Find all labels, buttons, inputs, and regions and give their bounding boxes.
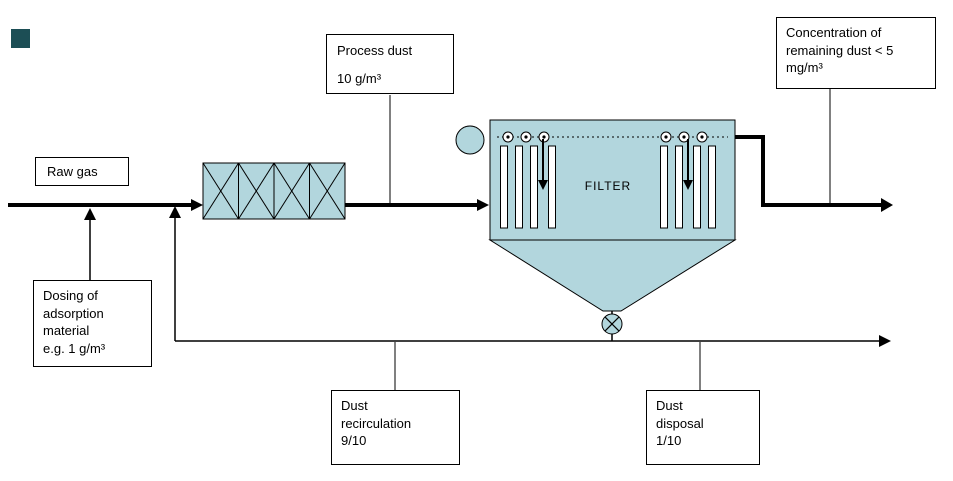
process-dust-label-box: Process dust 10 g/m³ bbox=[326, 34, 454, 94]
label-line: recirculation bbox=[341, 415, 412, 431]
filter-title: FILTER bbox=[584, 179, 632, 193]
filter-downflow-arrow-icon bbox=[538, 180, 548, 190]
static-mixer bbox=[202, 162, 346, 220]
nozzle-dot bbox=[700, 135, 704, 139]
concentration-label-box: Concentration of remaining dust < 5 mg/m… bbox=[776, 17, 936, 89]
label-line: disposal bbox=[656, 415, 704, 431]
filter-bag bbox=[500, 145, 508, 229]
nozzle-dot bbox=[682, 135, 686, 139]
nozzle-dot bbox=[542, 135, 546, 139]
filter-bag bbox=[693, 145, 701, 229]
corner-square bbox=[11, 29, 30, 48]
label-line: mg/m³ bbox=[786, 60, 823, 76]
filter-bag bbox=[708, 145, 716, 229]
label-line: 9/10 bbox=[341, 433, 367, 449]
label-line: Dust bbox=[656, 398, 683, 413]
label-line: Concentration of bbox=[786, 25, 882, 40]
dosing-up-arrow-icon bbox=[84, 208, 96, 220]
label-line: material bbox=[43, 323, 90, 339]
label-line: Raw gas bbox=[47, 163, 98, 179]
nozzle-dot bbox=[524, 135, 528, 139]
hopper bbox=[488, 239, 737, 312]
filter-bag bbox=[530, 145, 538, 229]
filter-bag bbox=[548, 145, 556, 229]
label-line: Dosing of bbox=[43, 288, 98, 303]
clean-gas-outlet-line bbox=[735, 135, 881, 207]
label-line: 1/10 bbox=[656, 433, 682, 449]
filter-bag bbox=[515, 145, 523, 229]
raw-gas-label-box: Raw gas bbox=[35, 157, 129, 186]
valve-cross-line bbox=[604, 316, 620, 332]
mixer-inlet-arrow-icon bbox=[191, 199, 203, 211]
mixer-diagonal bbox=[202, 162, 239, 220]
filter-inlet-arrow-icon bbox=[477, 199, 489, 211]
label-line: Dust bbox=[341, 398, 368, 413]
filter-bag bbox=[675, 145, 683, 229]
nozzle-dot bbox=[664, 135, 668, 139]
label-line: Process dust bbox=[337, 43, 413, 58]
mixer-diagonal bbox=[273, 162, 310, 220]
fan-circle-icon bbox=[455, 125, 485, 155]
label-line: 10 g/m³ bbox=[337, 70, 382, 86]
dosing-label-box: Dosing of adsorption material e.g. 1 g/m… bbox=[33, 280, 152, 367]
filter-bags bbox=[500, 145, 716, 229]
dust-recirculation-label-box: Dust recirculation 9/10 bbox=[331, 390, 460, 465]
mixer-diagonal bbox=[309, 162, 346, 220]
clean-gas-outlet-arrow-icon bbox=[881, 198, 893, 212]
label-line: e.g. 1 g/m³ bbox=[43, 340, 106, 356]
nozzle-icons bbox=[502, 131, 708, 143]
dust-disposal-arrow-icon bbox=[879, 335, 891, 347]
filter-downflow-arrow-icon bbox=[683, 180, 693, 190]
nozzle-dot bbox=[506, 135, 510, 139]
label-line: adsorption bbox=[43, 305, 104, 321]
recirculation-up-arrow-icon bbox=[169, 206, 181, 218]
dust-disposal-label-box: Dust disposal 1/10 bbox=[646, 390, 760, 465]
filter-bag bbox=[660, 145, 668, 229]
label-line: remaining dust < 5 bbox=[786, 42, 894, 58]
mixer-diagonal bbox=[238, 162, 275, 220]
